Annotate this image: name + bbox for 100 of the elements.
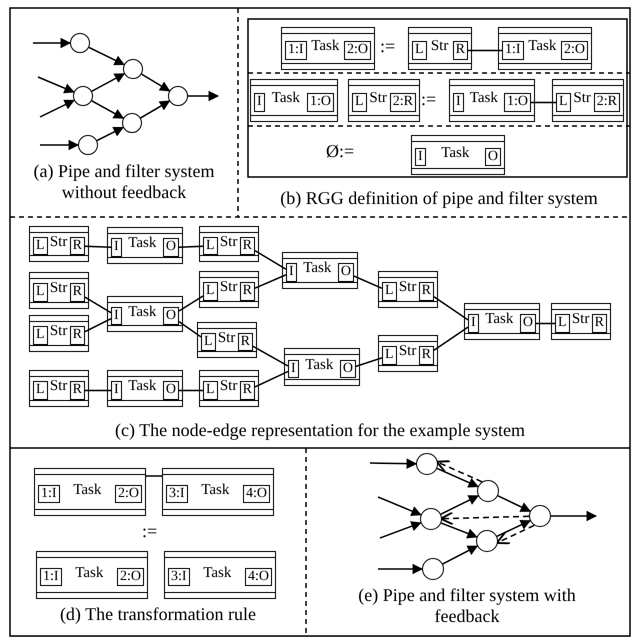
port-box: L [382,282,397,301]
filter-circle [70,33,90,53]
figure-caption: (b) RGG definition of pipe and filter system [279,188,599,209]
node-box [250,79,338,122]
node-box [284,348,360,386]
node-label: Str [398,344,416,359]
filter-circle [476,530,498,552]
port-box: 2:O [115,484,142,504]
port-box: R [70,283,85,302]
node-label: Task [75,566,104,580]
node-box [498,27,592,70]
port-box: 1:I [285,41,307,60]
node-label: Task [485,312,514,327]
port-box: 2:R [390,93,416,112]
filter-circle [420,508,442,530]
node-box [449,79,535,122]
port-box: R [418,282,434,301]
node-box [199,226,259,262]
port-box: 1:I [40,568,62,586]
arrow [188,90,220,102]
node-label: Str [220,280,238,295]
node-label: Task [311,39,340,54]
node-label: Str [50,379,68,394]
node-box [348,79,420,122]
node-box [551,303,611,340]
node-label: Task [470,91,498,106]
node-label: Str [369,91,387,106]
port-box: L [201,332,216,352]
arrow [38,76,75,94]
node-box [36,551,148,599]
arrow [40,140,80,150]
port-box: I [111,381,122,400]
arrow [440,522,478,538]
node-box [378,271,438,308]
node-label: Str [218,330,236,346]
node-label: Task [528,39,556,54]
port-box: R [592,314,607,333]
port-box: L [203,282,218,301]
node-label: Task [441,146,470,160]
node-label: Task [128,304,156,320]
port-box: O [162,381,179,400]
arrow [380,521,422,539]
port-box: R [240,282,255,301]
node-box [34,468,146,516]
node-label: Task [272,91,300,106]
port-box: L [33,236,48,256]
filter-circle [73,86,93,106]
port-box: I [453,93,464,112]
dashed-arrow [440,511,530,526]
port-box: 1:O [504,93,531,112]
node-box [29,315,89,352]
arrow [436,468,479,488]
arrow [91,73,126,92]
port-box: O [484,148,501,166]
node-label: Str [430,39,448,54]
node-box [552,79,624,122]
filter-circle [529,505,551,527]
port-box: L [352,93,367,112]
node-label: Task [203,566,232,580]
filter-circle [122,113,142,133]
node-box [199,271,259,308]
port-box: O [162,306,179,326]
port-box: O [162,238,179,257]
port-box: R [240,236,255,256]
node-box [107,227,183,264]
figure-caption: (a) Pipe and filter system without feedback [32,161,216,203]
filter-circle [477,480,499,502]
port-box: 4:O [243,484,270,504]
node-box [464,303,540,340]
port-box: R [240,381,255,400]
figure-caption: (d) The transformation rule [58,604,258,625]
filter-circle [168,86,188,106]
arrow [91,100,124,119]
node-label: Task [73,482,102,498]
port-box: 1:I [38,484,60,504]
port-box: L [33,283,48,302]
node-box [107,296,183,332]
port-box: 2:R [594,93,620,112]
node-box [29,226,89,262]
arrow [442,545,478,565]
node-label: Task [305,358,334,372]
node-label: Task [201,482,230,498]
arrow [370,458,418,469]
port-box: R [238,332,253,352]
definition-symbol: Ø:= [326,141,356,162]
port-box: 3:I [166,484,188,504]
filter-circle [123,59,143,79]
arrow [498,495,532,512]
filter-circle [422,558,444,580]
port-box: L [203,381,218,400]
node-box [164,551,276,599]
port-box: L [33,326,48,345]
node-box [162,468,274,516]
node-label: Task [128,379,156,394]
node-label: Str [220,379,238,394]
node-label: Str [220,234,238,250]
node-label: Str [573,91,591,106]
port-box: L [203,236,218,256]
definition-symbol: := [421,89,438,110]
node-box [29,272,89,309]
